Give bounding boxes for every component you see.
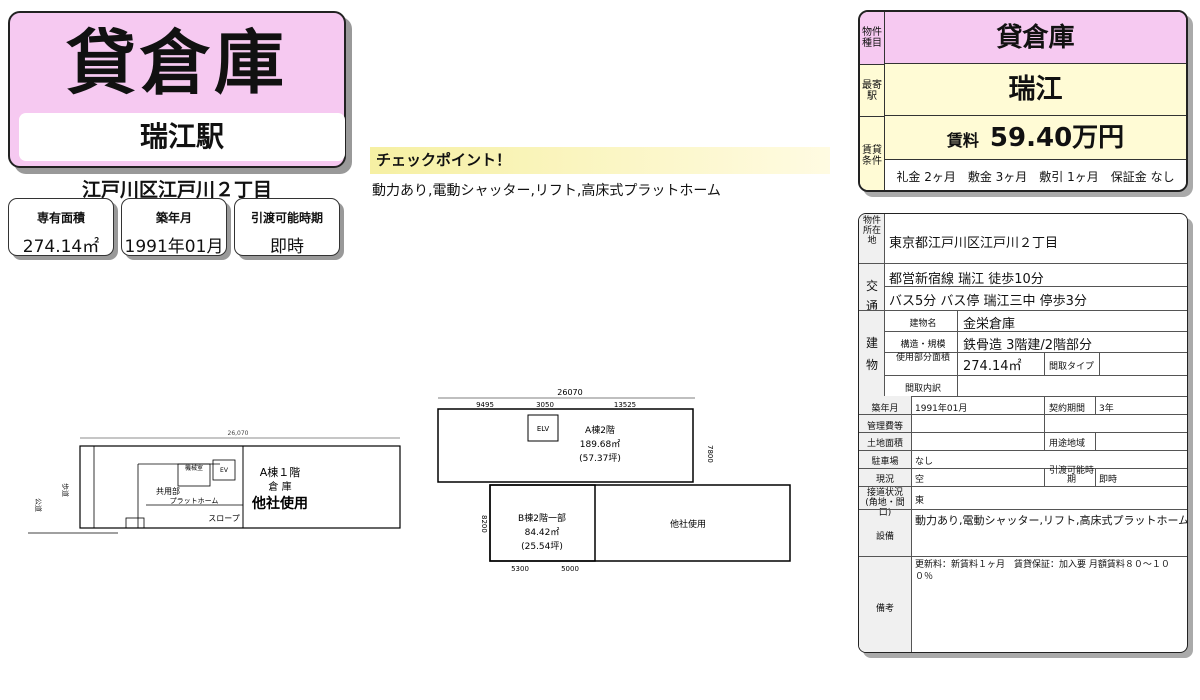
plan1-machine-room: 機械室 xyxy=(185,464,203,472)
building-name-value: 金栄倉庫 xyxy=(963,317,1016,332)
summary-built-value: 1991年01月 xyxy=(124,237,224,257)
road-value: 東 xyxy=(915,496,925,506)
plan2-b-dim-2: 5000 xyxy=(561,565,579,573)
summary-area-label: 専有面積 xyxy=(36,211,85,225)
plan2-a-area: 189.68㎡ xyxy=(580,439,621,450)
layout-detail-label: 間取内訳 xyxy=(904,384,941,394)
plan2-b-title: B棟2階一部 xyxy=(518,512,566,524)
plan1-other: 他社使用 xyxy=(251,495,308,512)
notes-value: 更新料：新賃料１ヶ月 賃貸保証：加入要 月額賃料８０～１００％ xyxy=(915,560,1170,582)
plan2-dim-2: 3050 xyxy=(536,401,554,409)
plan2-total-width: 26070 xyxy=(557,388,582,397)
transport-line-1: 都営新宿線 瑞江 徒歩10分 xyxy=(889,272,1044,287)
status-label: 現況 xyxy=(875,475,894,485)
equipment-value: 動力あり,電動シャッター,リフト,高床式プラットホーム xyxy=(915,514,1188,527)
checkpoint-title: チェックポイント！ xyxy=(370,147,830,174)
handover-label: 引渡可能時期 xyxy=(1049,466,1095,485)
summary-handover: 引渡可能時期 即時 xyxy=(234,198,340,257)
rent-terms: 礼金 2ヶ月 敷金 3ヶ月 敷引 1ヶ月 保証金 なし xyxy=(885,160,1186,190)
plan1-use: 倉 庫 xyxy=(268,480,291,493)
transport-label: 交通 xyxy=(865,279,878,313)
type-value: 貸倉庫 xyxy=(885,12,1186,64)
structure-value: 鉄骨造 3階建/2階部分 xyxy=(963,338,1093,353)
plan1-total-width: 26,070 xyxy=(228,430,249,437)
type-side-label: 物件種目 xyxy=(860,12,885,64)
handover-value: 即時 xyxy=(1099,475,1118,485)
area-value: 274.14㎡ xyxy=(963,359,1022,374)
plan1-platform: プラットホーム xyxy=(170,497,219,505)
summary-area: 専有面積 274.14㎡ xyxy=(8,198,114,257)
contract-value: 3年 xyxy=(1099,404,1114,414)
plan2-height: 7800 xyxy=(706,445,714,463)
summary-built: 築年月 1991年01月 xyxy=(121,198,227,257)
plan2-b-tsubo: (25.54坪) xyxy=(521,541,563,552)
rent-side-label: 賃貸条件 xyxy=(860,116,885,190)
plan2-dim-1: 9495 xyxy=(476,401,494,409)
property-detail-table: 物件所在地 東京都江戸川区江戸川２丁目 交通 都営新宿線 瑞江 徒歩10分 バス… xyxy=(858,213,1188,653)
plan1-walk: 歩道 xyxy=(61,483,70,497)
floor-plan-2f: 26070 9495 3050 13525 ELV A棟2階 189.68㎡ (… xyxy=(437,388,791,573)
transport-line-2: バス5分 バス停 瑞江三中 停歩3分 xyxy=(889,294,1087,309)
rent-row: 賃料 59.40万円 xyxy=(885,116,1186,160)
plan2-b-height: 8200 xyxy=(480,515,488,533)
rent-value: 59.40万円 xyxy=(989,123,1125,153)
land-area-label: 土地面積 xyxy=(866,439,903,449)
management-fee-label: 管理費等 xyxy=(866,422,903,432)
plan1-shared: 共用部 xyxy=(156,486,180,496)
parking-label: 駐車場 xyxy=(871,457,899,467)
plan1-ev: EV xyxy=(220,467,229,474)
location-value: 東京都江戸川区江戸川２丁目 xyxy=(889,236,1059,251)
plan2-elv: ELV xyxy=(537,425,550,433)
property-type-title: 貸倉庫 xyxy=(66,22,288,104)
summary-handover-label: 引渡可能時期 xyxy=(250,211,323,225)
station-side-label: 最寄駅 xyxy=(860,64,885,116)
building-label: 建物 xyxy=(865,336,878,372)
built-label: 築年月 xyxy=(871,404,899,414)
plan1-road: 公道 xyxy=(34,498,43,512)
layout-type-label: 間取タイプ xyxy=(1049,362,1095,372)
station-value: 瑞江 xyxy=(885,64,1186,116)
structure-label: 構造・規模 xyxy=(900,340,946,350)
built-value: 1991年01月 xyxy=(915,404,968,414)
station-name: 瑞江駅 xyxy=(19,113,345,161)
summary-handover-value: 即時 xyxy=(270,237,304,257)
plan2-b-dim-1: 5300 xyxy=(511,565,529,573)
plan2-other: 他社使用 xyxy=(670,518,706,530)
plan1-title: A棟１階 xyxy=(260,465,301,479)
plan2-b-area: 84.42㎡ xyxy=(525,527,560,538)
equipment-label: 設備 xyxy=(875,532,894,542)
notes-label: 備考 xyxy=(875,604,894,614)
area-label: 使用部分面積 xyxy=(895,353,950,363)
checkpoint-text: 動力あり,電動シャッター,リフト,高床式プラットホーム xyxy=(372,183,721,199)
property-header: 貸倉庫 瑞江駅 xyxy=(8,11,346,168)
summary-area-value: 274.14㎡ xyxy=(22,237,100,257)
location-label: 物件所在地 xyxy=(862,216,881,246)
contract-label: 契約期間 xyxy=(1049,404,1086,414)
building-name-label: 建物名 xyxy=(909,319,937,329)
property-address: 江戸川区江戸川２丁目 xyxy=(81,179,272,201)
status-value: 空 xyxy=(915,475,925,485)
rent-label: 賃料 xyxy=(946,131,979,150)
road-label: 接道状況(角地・間口) xyxy=(865,488,905,518)
plan2-a-title: A棟2階 xyxy=(585,424,615,436)
zoning-label: 用途地域 xyxy=(1049,439,1086,449)
plan2-a-tsubo: (57.37坪) xyxy=(579,453,621,464)
summary-built-label: 築年月 xyxy=(155,211,192,225)
floor-plan-1f: 26,070 公道 歩道 機械室 EV 共用部 プラットホーム スロープ A棟１… xyxy=(28,430,401,534)
plan1-slope: スロープ xyxy=(208,514,240,523)
plan2-dim-3: 13525 xyxy=(614,401,636,409)
rent-summary-table: 物件種目 貸倉庫 最寄駅 瑞江 賃貸条件 賃料 59.40万円 礼金 2ヶ月 敷… xyxy=(858,10,1188,192)
parking-value: なし xyxy=(915,457,934,467)
